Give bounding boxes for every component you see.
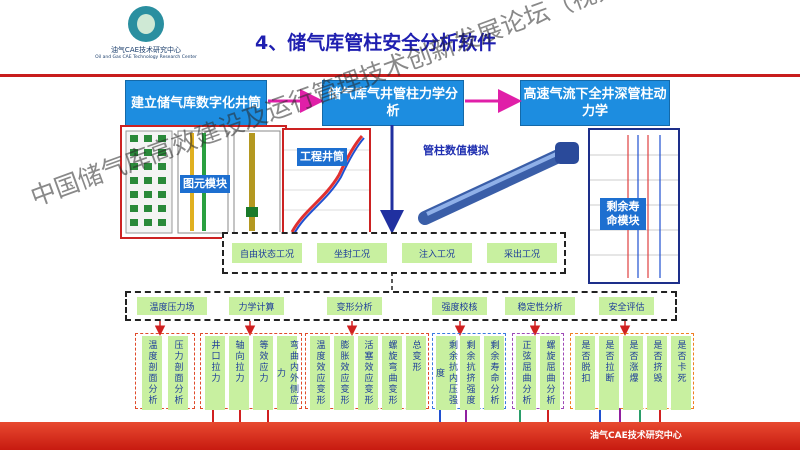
leaf-wellhead-tension: 井口拉力	[205, 336, 225, 410]
category-mechanics: 力学计算	[229, 297, 284, 315]
footer-bar	[0, 422, 800, 450]
wellbore-panel: 工程井筒	[282, 128, 371, 239]
wellbore-curve-graphic	[284, 135, 369, 235]
group-temp-pressure: 温度剖面分析 压力剖面分析	[135, 333, 195, 410]
condition-injection: 注入工况	[402, 243, 472, 263]
logo: 油气CAE技术研究中心 Oil and Gas CAE Technology R…	[92, 6, 200, 66]
category-temp-pressure: 温度压力场	[137, 297, 207, 315]
leaf-helical-buckling: 螺旋屈曲分析	[540, 336, 560, 410]
leaf-parting: 是否拉断	[599, 336, 619, 410]
leaf-residual-collapse: 剩余抗挤强度	[460, 336, 480, 410]
leaf-total-deformation: 总变形	[406, 336, 426, 410]
group-deformation: 温度效应变形 膨胀效应变形 活塞效应变形 螺旋弯曲变形 总变形	[305, 333, 429, 410]
page-title: 4、储气库管柱安全分析软件	[255, 32, 497, 54]
remaining-life-graphic	[590, 135, 678, 278]
condition-production: 采出工况	[487, 243, 557, 263]
condition-setting: 坐封工况	[317, 243, 387, 263]
leaf-stuck: 是否卡死	[671, 336, 691, 410]
leaf-bending-stress: 弯曲内外侧应力	[275, 336, 298, 410]
leaf-bursting: 是否涨爆	[623, 336, 643, 410]
logo-icon	[128, 6, 164, 42]
remaining-life-panel: 剩余寿命模块	[588, 128, 680, 284]
remaining-life-label: 剩余寿命模块	[600, 198, 646, 230]
engineering-well-label: 工程井筒	[297, 148, 347, 166]
pipe-sim-graphic	[418, 142, 579, 225]
leaf-helical-deformation: 螺旋弯曲变形	[382, 336, 402, 410]
leaf-piston-deformation: 活塞效应变形	[358, 336, 378, 410]
group-mechanics: 井口拉力 轴向拉力 等效应力 弯曲内外侧应力	[200, 333, 302, 410]
leaf-pressure-profile: 压力剖面分析	[168, 336, 188, 410]
leaf-remaining-life: 剩余寿命分析	[484, 336, 504, 410]
leaf-sinusoidal-buckling: 正弦屈曲分析	[516, 336, 536, 410]
header-divider	[0, 74, 800, 77]
leaf-tripping: 是否脱扣	[575, 336, 595, 410]
leaf-collapsing: 是否挤毁	[647, 336, 667, 410]
category-strength: 强度校核	[432, 297, 487, 315]
numeric-sim-label: 管柱数值模拟	[423, 144, 489, 157]
conditions-box: 自由状态工况 坐封工况 注入工况 采出工况	[222, 232, 566, 274]
element-module-label: 图元模块	[180, 175, 230, 193]
group-strength: 剩余抗内压强度 剩余抗挤强度 剩余寿命分析	[432, 333, 506, 410]
leaf-expansion-deformation: 膨胀效应变形	[334, 336, 354, 410]
numeric-sim-panel: 管柱数值模拟	[415, 128, 585, 228]
category-deformation: 变形分析	[327, 297, 382, 315]
condition-free: 自由状态工况	[232, 243, 302, 263]
leaf-residual-burst: 剩余抗内压强度	[434, 336, 457, 410]
footer-logo: 油气CAE技术研究中心	[590, 431, 682, 441]
logo-en: Oil and Gas CAE Technology Research Cent…	[95, 55, 197, 60]
categories-box: 温度压力场 力学计算 变形分析 强度校核 稳定性分析 安全评估	[125, 291, 677, 321]
element-panel: 图元模块	[120, 125, 287, 239]
leaf-temp-profile: 温度剖面分析	[142, 336, 162, 410]
logo-cn: 油气CAE技术研究中心	[110, 46, 182, 54]
leaf-axial-tension: 轴向拉力	[229, 336, 249, 410]
category-safety: 安全评估	[599, 297, 654, 315]
step-dynamics: 高速气流下全井深管柱动力学	[520, 80, 670, 126]
leaf-equivalent-stress: 等效应力	[253, 336, 273, 410]
category-stability: 稳定性分析	[505, 297, 575, 315]
leaf-temp-deformation: 温度效应变形	[310, 336, 330, 410]
group-stability: 正弦屈曲分析 螺旋屈曲分析	[512, 333, 564, 410]
group-safety: 是否脱扣 是否拉断 是否涨爆 是否挤毁 是否卡死	[570, 333, 694, 410]
